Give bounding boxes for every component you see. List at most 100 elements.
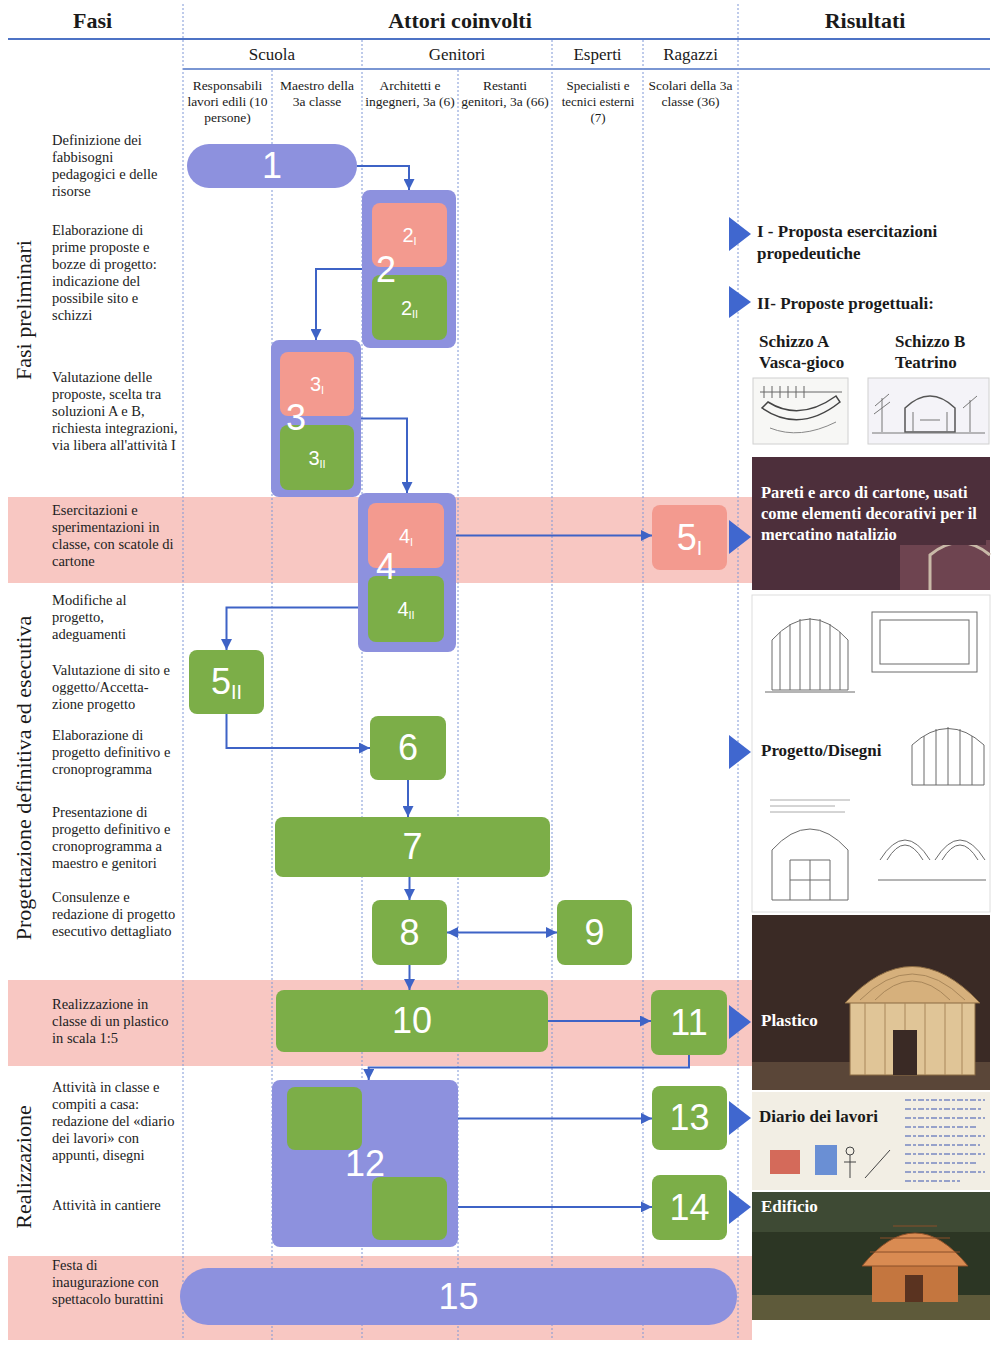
sketch-b [868,378,989,444]
step-number: 8 [399,915,419,951]
sketch-a [753,378,848,444]
subtask-box [287,1087,362,1150]
step-box: 13 [652,1086,727,1150]
result-pointer [729,217,751,251]
actor-header: Maestro della 3a classe [274,78,360,110]
phase-description: Consulenze e redazione di progetto esecu… [52,889,179,940]
phase-pill: 1 [187,144,357,188]
step-box: 4II [368,576,444,642]
step-number: 12 [345,1146,385,1182]
phase-group: Realizzazione [11,1105,37,1228]
column-divider [643,40,644,1340]
step-number: 3II [308,448,325,468]
hut-shingle [870,1226,960,1252]
flow-arrow [409,965,411,990]
model-photo [752,915,990,1090]
diary-paper [752,1092,990,1190]
step-number: 11 [670,1005,707,1041]
sketch-line [770,422,836,433]
phase-description: Valutazione delle proposte, scelta tra s… [52,369,179,454]
drawing-sheet [752,595,990,912]
flow-arrow [227,608,359,651]
step-number: 14 [669,1190,709,1226]
result-pointer [729,1005,751,1039]
phase-description: Esercitazioni e sperimentazioni in class… [52,502,179,570]
phase-description: Modifiche al progetto, adeguamenti [52,592,179,643]
actor-header: Specialisti e tecnici esterni (7) [554,78,642,126]
hut-door [905,1275,923,1302]
column-title: Attori coinvolti [300,8,620,34]
subscript-numeral: I [414,235,417,247]
phase-group: Fasi preliminari [11,240,37,380]
step-number: 5II [211,664,242,700]
step-box: 14 [652,1175,727,1240]
phase-description: Attività in cantiere [52,1197,179,1214]
phase-description: Definizione dei fabbisogni pedagogici e … [52,132,179,200]
actor-group: Genitori [365,45,549,65]
subscript-numeral: I [321,384,324,396]
flow-arrow [458,1206,652,1208]
flow-arrow [409,877,411,900]
photo-ground [752,1192,990,1232]
child-drawing [815,1145,837,1175]
actor-group: Esperti [554,45,641,65]
phase-description: Realizzazione in classe di un plastico i… [52,996,179,1047]
photo-ground [752,915,990,1090]
phase-band [8,980,752,1066]
step-number: 3I [310,374,324,394]
column-title: Risultati [770,8,960,34]
drawing-line [770,800,850,812]
step-box: 10 [276,990,548,1052]
step-box: 8 [372,900,447,965]
sketch-line [874,394,977,432]
result-title: I - Proposta esercitazioni propedeutiche [757,221,989,265]
step-box: 6 [370,716,446,780]
header-rule [8,39,990,69]
sketch-paper [868,378,989,444]
phase-description: Presentazione di progetto definitivo e c… [52,804,179,872]
diary-image [752,1092,990,1190]
step-box: 9 [557,900,632,965]
sketch-paper [753,378,848,444]
hut-body [872,1262,958,1302]
step-number: 6 [398,730,418,766]
result-caption: Progetto/Disegni [758,741,885,761]
actor-header: Responsabili lavori edili (10 persone) [185,78,270,126]
model-body [850,1000,975,1075]
flow-arrow [447,932,557,934]
phase-description: Valutazione di sito e oggetto/Accetta- z… [52,662,179,713]
step-group: 33I3II [271,340,361,497]
sketch-line [872,412,985,433]
handwriting [905,1100,985,1181]
subtask-box [372,1177,447,1240]
phase-description: Festa di inaugurazione con spettacolo bu… [52,1257,179,1308]
subscript-numeral: II [409,609,415,621]
result-pointer [729,286,751,318]
step-number: 2II [401,298,418,318]
drawing-line [878,840,986,880]
phase-band [8,497,752,1340]
result-pointer [729,217,751,1224]
result-title: II- Proposte progettuali: [757,293,989,315]
result-caption: Edificio [758,1197,821,1217]
project-drawings [752,595,990,912]
result-pointer [729,735,751,769]
step-number: 13 [669,1100,709,1136]
result-pointer [729,520,751,554]
step-number: 15 [438,1279,478,1315]
step-number: 4 [376,549,396,585]
flow-arrow [316,269,362,340]
step-group: 44I4II [358,493,456,652]
sketch-line [762,396,840,420]
photo-ground [752,457,990,590]
column-title: Fasi [40,8,145,34]
sketch-caption: Schizzo A Vasca-gioco [759,331,871,373]
actor-header: Scolari della 3a classe (36) [645,78,736,110]
header-rule [183,68,990,70]
step-number: 2 [376,252,396,288]
header-rule [8,38,990,40]
step-group: 22I2II [362,190,456,348]
photo-detail [930,543,990,591]
step-number: 1 [262,148,282,184]
